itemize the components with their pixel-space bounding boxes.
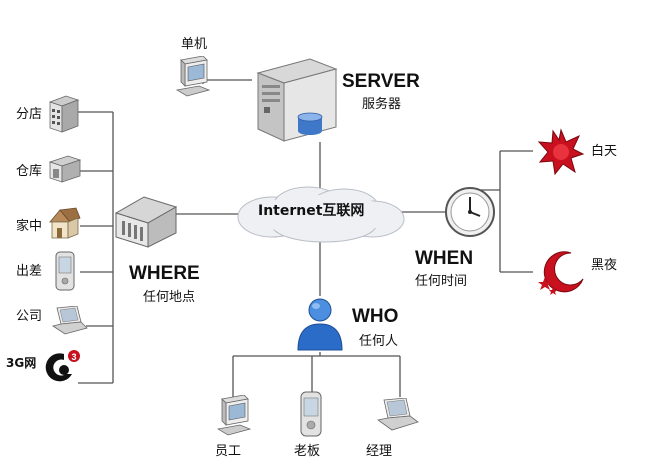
person-icon [294,296,346,352]
laptop-icon [376,398,420,432]
where-title: WHERE [129,263,200,284]
laptop-icon [51,306,89,336]
location-label-home: 家中 [16,219,43,234]
location-label-branch: 分店 [16,107,43,122]
internet-label: Internet互联网 [258,203,365,219]
role-label-manager: 经理 [366,444,393,459]
time-label-night: 黑夜 [591,258,618,273]
server-icon [250,55,338,145]
server-subtitle: 服务器 [362,97,402,112]
who-title: WHO [352,306,399,327]
desktop-pc-icon [216,395,256,439]
location-label-office: 公司 [16,309,43,324]
location-label-warehouse: 仓库 [16,164,43,179]
moon-stars-icon [537,249,587,297]
mobile-device-icon [54,250,78,294]
location-label-3g: 3G网 [6,356,37,370]
pda-icon [299,390,325,440]
standalone-label: 单机 [181,37,208,52]
desktop-pc-icon [175,56,215,100]
where-subtitle: 任何地点 [143,290,196,305]
role-label-boss: 老板 [294,444,321,459]
server-title: SERVER [342,71,420,92]
time-label-day: 白天 [591,144,618,159]
role-label-employee: 员工 [215,444,242,459]
location-label-travel: 出差 [16,264,43,279]
warehouse-icon [48,152,82,186]
sun-icon [537,128,585,176]
clock-icon [444,186,496,238]
where-hub-building-icon [114,191,178,251]
branch-store-icon [48,94,80,134]
3g-network-logo: 3 [42,346,82,386]
home-icon [48,206,82,242]
when-subtitle: 任何时间 [415,274,468,289]
who-subtitle: 任何人 [359,334,399,349]
3g-logo-badge: 3 [71,352,76,362]
internet-cloud-icon [232,183,410,245]
when-title: WHEN [415,248,474,269]
